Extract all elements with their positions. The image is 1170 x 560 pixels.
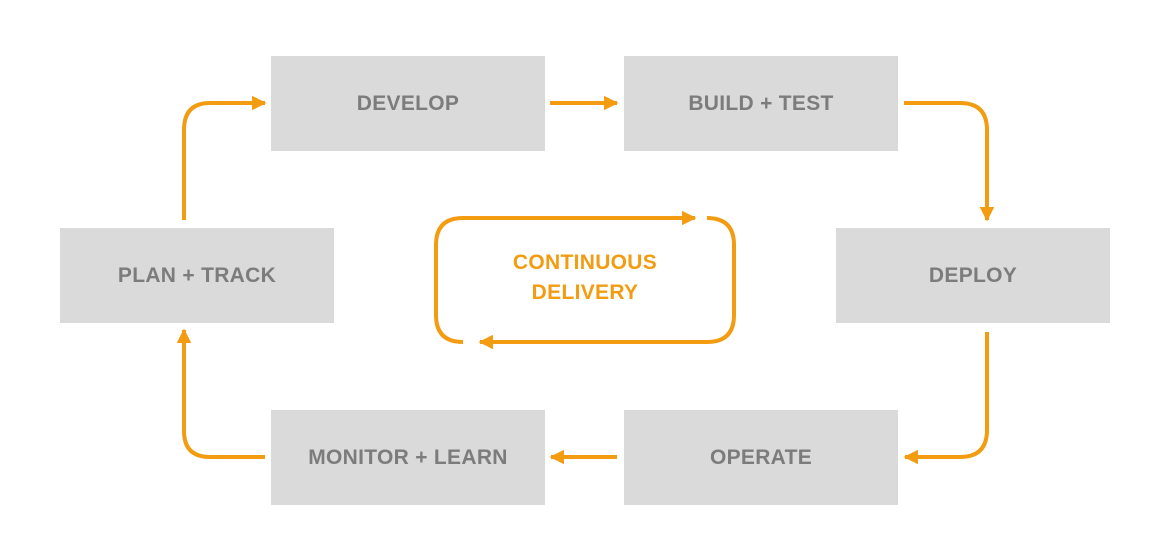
arrow-deploy-to-operate xyxy=(903,332,989,465)
stage-operate: OPERATE xyxy=(624,410,898,505)
center-label-line2: DELIVERY xyxy=(531,281,639,304)
center-label-line1: CONTINUOUS xyxy=(512,251,658,274)
stage-develop-label: DEVELOP xyxy=(356,91,460,115)
stage-build-test-label: BUILD + TEST xyxy=(688,91,834,115)
continuous-delivery-label: CONTINUOUS DELIVERY xyxy=(470,248,700,308)
stage-monitor-learn-label: MONITOR + LEARN xyxy=(308,445,508,469)
loop-arrow-top xyxy=(434,210,697,344)
stage-plan-track-label: PLAN + TRACK xyxy=(117,263,277,287)
loop-arrow-bottom xyxy=(478,216,736,350)
stage-build-test: BUILD + TEST xyxy=(624,56,898,151)
stage-monitor-learn: MONITOR + LEARN xyxy=(271,410,545,505)
arrow-build-to-deploy xyxy=(904,101,995,222)
stage-deploy: DEPLOY xyxy=(836,228,1110,323)
stage-deploy-label: DEPLOY xyxy=(928,263,1018,287)
stage-develop: DEVELOP xyxy=(271,56,545,151)
arrow-plan-to-develop xyxy=(182,95,267,220)
stage-operate-label: OPERATE xyxy=(709,445,813,469)
arrow-monitor-to-plan xyxy=(176,328,265,459)
stage-plan-track: PLAN + TRACK xyxy=(60,228,334,323)
